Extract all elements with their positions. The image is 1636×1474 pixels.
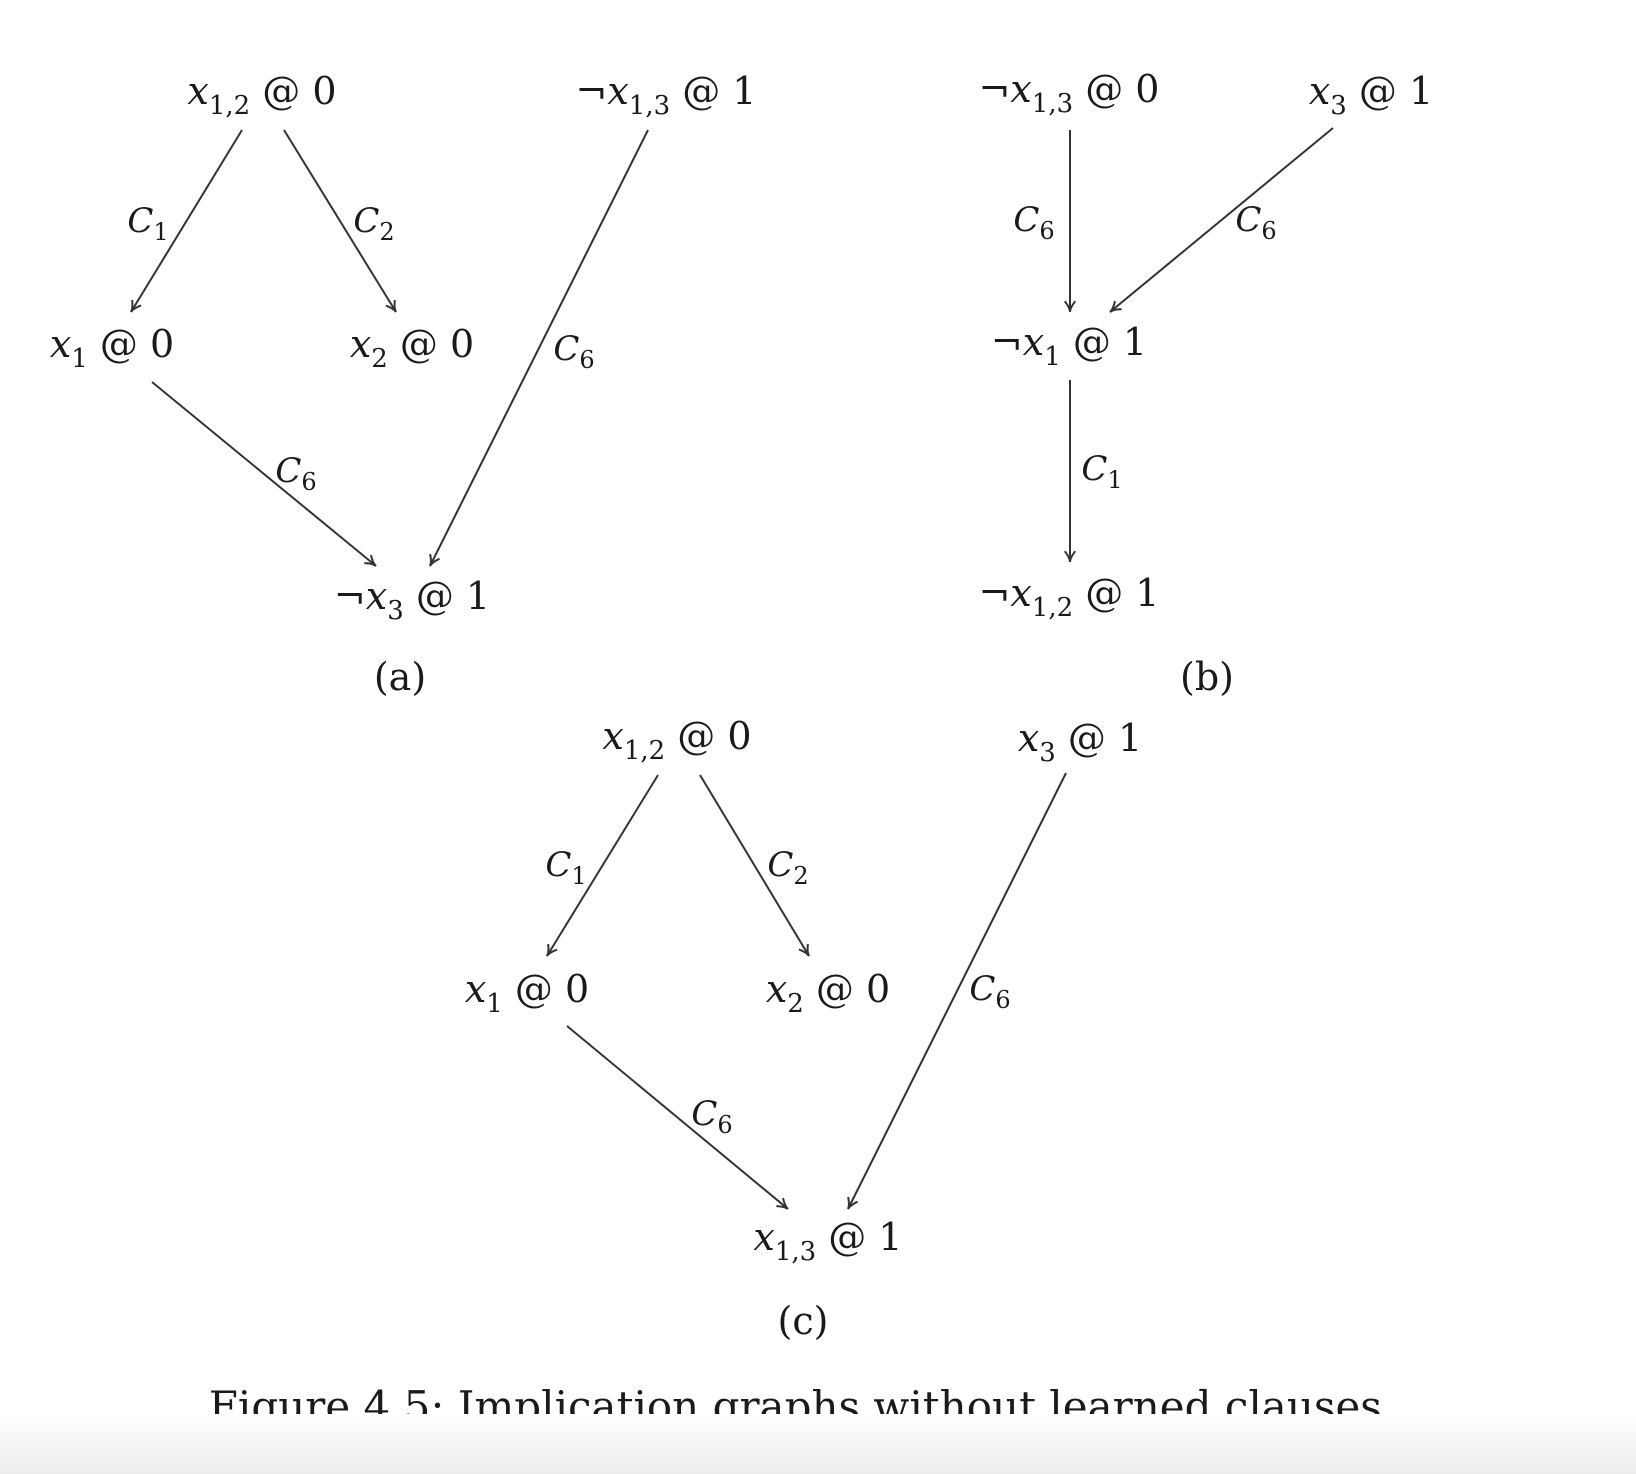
edge-b-x3-to-nx1: C6 bbox=[1109, 127, 1334, 313]
arrowhead-icon bbox=[429, 553, 440, 567]
edge-b-nx1-to-nx12: C1 bbox=[1063, 380, 1123, 563]
edge-c-x12-to-x2: C2 bbox=[699, 774, 810, 957]
edge-line bbox=[283, 129, 397, 313]
edge-c-x12-to-x1: C1 bbox=[545, 774, 659, 957]
edge-line bbox=[546, 774, 659, 957]
edge-label-clause: C6 bbox=[691, 1094, 732, 1139]
page-bottom-shadow bbox=[0, 1414, 1636, 1474]
subfigure-caption-c: (c) bbox=[778, 1299, 829, 1343]
node-c-x1: x1 @ 0 bbox=[465, 967, 589, 1019]
node-a-nx13: ¬x1,3 @ 1 bbox=[576, 69, 757, 121]
edge-a-x1-to-nx3: C6 bbox=[151, 381, 377, 567]
node-b-nx1: ¬x1 @ 1 bbox=[991, 320, 1147, 372]
edge-line bbox=[429, 129, 649, 567]
node-c-x13: x1,3 @ 1 bbox=[753, 1215, 902, 1267]
edge-label-clause: C6 bbox=[553, 329, 594, 374]
node-a-nx3: ¬x3 @ 1 bbox=[334, 574, 490, 626]
node-c-x2: x2 @ 0 bbox=[766, 967, 890, 1019]
edge-c-x3-to-x13: C6 bbox=[847, 772, 1067, 1210]
node-a-x1: x1 @ 0 bbox=[50, 322, 174, 374]
edge-label-clause: C1 bbox=[1081, 449, 1122, 494]
edge-line bbox=[847, 772, 1067, 1210]
arrowhead-icon bbox=[1063, 300, 1077, 313]
node-c-x3: x3 @ 1 bbox=[1018, 716, 1142, 768]
edge-label-clause: C6 bbox=[1013, 200, 1054, 245]
edge-line bbox=[566, 1025, 789, 1210]
edge-label-clause: C1 bbox=[545, 845, 586, 890]
node-a-x12: x1,2 @ 0 bbox=[187, 69, 336, 121]
subfigure-caption-b: (b) bbox=[1180, 655, 1234, 699]
edge-line bbox=[151, 381, 377, 567]
arrowhead-icon bbox=[798, 943, 810, 957]
edge-label-clause: C1 bbox=[127, 201, 168, 246]
captions-layer: (a) (b) (c) Figure 4.5: Implication grap… bbox=[209, 655, 1395, 1431]
node-b-nx12: ¬x1,2 @ 1 bbox=[979, 571, 1160, 623]
arrowhead-icon bbox=[1109, 300, 1122, 313]
arrowhead-icon bbox=[546, 943, 558, 957]
node-c-x12: x1,2 @ 0 bbox=[602, 714, 751, 766]
edge-label-clause: C6 bbox=[1235, 200, 1276, 245]
edge-a-x12-to-x2: C2 bbox=[283, 129, 397, 313]
arrowhead-icon bbox=[1063, 550, 1077, 563]
edge-line bbox=[130, 129, 243, 313]
edge-a-nx13-to-nx3: C6 bbox=[429, 129, 649, 567]
arrowhead-icon bbox=[847, 1196, 858, 1210]
edge-label-clause: C6 bbox=[275, 451, 316, 496]
edge-a-x12-to-x1: C1 bbox=[127, 129, 243, 313]
edge-line bbox=[699, 774, 810, 957]
edge-c-x1-to-x13: C6 bbox=[566, 1025, 789, 1210]
edge-label-clause: C2 bbox=[767, 845, 808, 890]
edge-label-clause: C6 bbox=[969, 969, 1010, 1014]
node-b-nx13: ¬x1,3 @ 0 bbox=[979, 67, 1160, 119]
node-a-x2: x2 @ 0 bbox=[350, 322, 474, 374]
arrowhead-icon bbox=[130, 299, 142, 313]
nodes-layer: x1,2 @ 0 ¬x1,3 @ 1 x1 @ 0 x2 @ 0 ¬x3 @ 1 ¬x1,… bbox=[50, 67, 1433, 1267]
node-b-x3: x3 @ 1 bbox=[1309, 69, 1433, 121]
subfigure-caption-a: (a) bbox=[374, 655, 426, 699]
arrowhead-icon bbox=[776, 1197, 789, 1210]
arrowhead-icon bbox=[364, 554, 377, 567]
edge-line bbox=[1109, 127, 1334, 313]
edge-label-clause: C2 bbox=[353, 201, 394, 246]
edge-b-nx13-to-nx1: C6 bbox=[1013, 130, 1077, 313]
arrowhead-icon bbox=[385, 299, 397, 313]
